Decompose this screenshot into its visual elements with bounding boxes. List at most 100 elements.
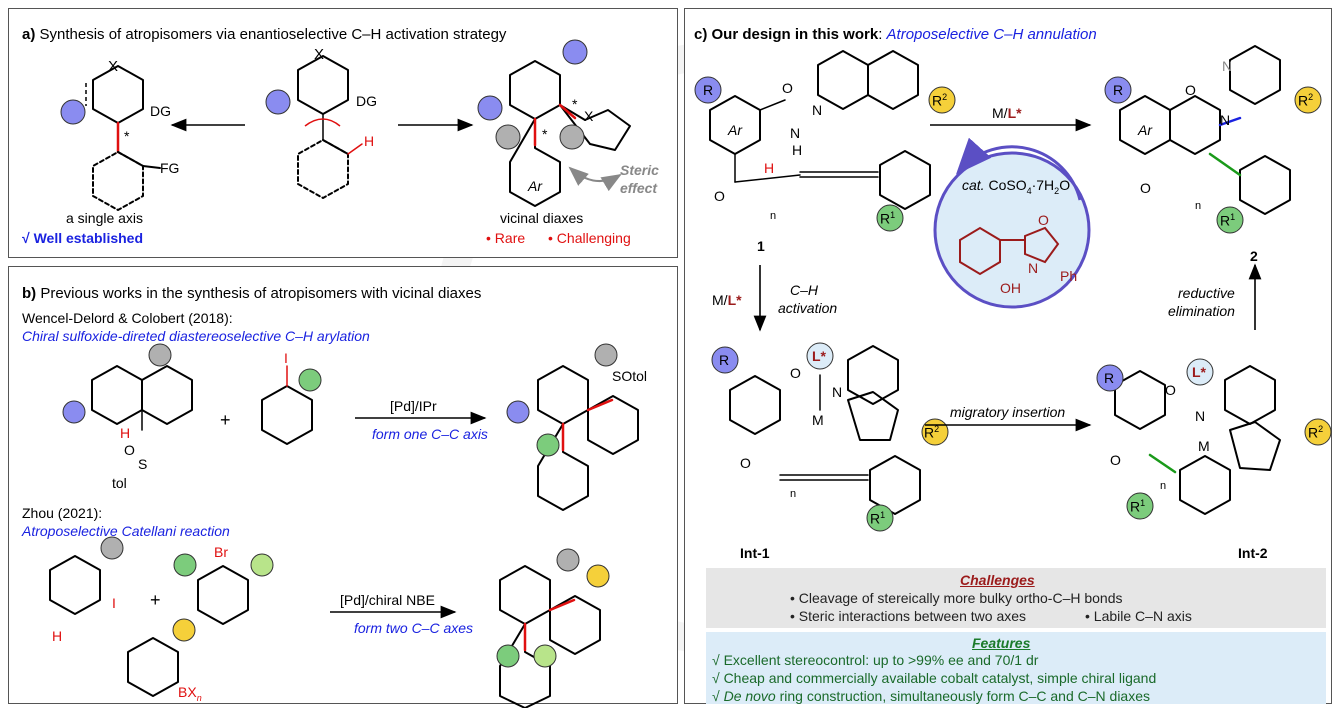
c2-r: R: [1113, 82, 1124, 98]
blue-ball: [562, 39, 588, 65]
c2-r2-text: R: [1298, 92, 1309, 109]
feature-item-3: √ De novo ring construction, simultaneou…: [712, 688, 1150, 704]
int2-n-sub: n: [1160, 480, 1167, 492]
int1-r1: R1: [870, 510, 885, 527]
feature-item-3-italic: De novo: [723, 688, 776, 704]
c1-r: R: [703, 82, 714, 98]
int1-r: R: [719, 352, 730, 368]
work1-title: Chiral sulfoxide-direted diastereoselect…: [22, 328, 370, 344]
work1-note: form one C–C axis: [372, 426, 488, 442]
left-step-l: L*: [727, 292, 742, 308]
plus-sign: +: [150, 590, 161, 610]
panel-b-heading: b) Previous works in the synthesis of at…: [22, 285, 481, 302]
reductive-label-2: elimination: [1168, 303, 1235, 319]
catalyst-prefix: cat.: [962, 177, 985, 193]
c2-nq: N: [1222, 58, 1233, 74]
work1-reagent: [Pd]/IPr: [390, 398, 437, 414]
challenge-item-1: • Cleavage of stereically more bulky ort…: [790, 590, 1123, 606]
c1-o2: O: [714, 188, 725, 204]
int1-o2: O: [740, 455, 751, 471]
int1-n-sub: n: [790, 488, 797, 500]
c1-nh: N: [790, 125, 801, 141]
int1-o: O: [790, 365, 801, 381]
work2-bx-text: BX: [178, 684, 197, 700]
c2-o2: O: [1140, 180, 1151, 196]
label-x: X: [584, 108, 594, 124]
features-title: Features: [972, 635, 1031, 651]
catalyst-o: O: [1059, 177, 1071, 193]
right-tag-challenging: • Challenging: [548, 230, 631, 246]
panel-a-title: Synthesis of atropisomers via enantiosel…: [39, 26, 507, 43]
c2-r1: R1: [1220, 212, 1235, 229]
int2-r1-sup: 1: [1140, 498, 1146, 508]
panel-a-heading: a) Synthesis of atropisomers via enantio…: [22, 26, 506, 43]
int2-r2-sup: 2: [1318, 424, 1324, 434]
compound-1-label: 1: [757, 238, 765, 254]
top-reagent-l: L*: [1007, 105, 1022, 121]
left-caption: a single axis: [66, 210, 144, 226]
work2-note: form two C–C axes: [354, 620, 474, 636]
blue-ball: [60, 99, 86, 125]
ch-label-2: activation: [778, 300, 838, 316]
int2-m: M: [1198, 438, 1210, 454]
catalyst-rest: ·7H: [1031, 177, 1055, 193]
work2-i: I: [112, 595, 116, 611]
int2-label: Int-2: [1238, 545, 1268, 561]
int1-r2-sup: 2: [934, 424, 940, 434]
challenges-title: Challenges: [960, 572, 1035, 588]
label-dg: DG: [356, 93, 377, 109]
work2-reagent: [Pd]/chiral NBE: [340, 592, 435, 608]
ligand-o: O: [1038, 212, 1049, 228]
c1-ch: H: [764, 160, 775, 176]
plus-sign: +: [220, 410, 231, 430]
reductive-label-1: reductive: [1178, 285, 1235, 301]
feature-item-3-check: √: [712, 688, 724, 704]
left-aryl: [85, 65, 161, 211]
work2-bx: BXn: [178, 684, 202, 703]
left-step-m: M/: [712, 292, 728, 308]
label-star: *: [124, 128, 130, 144]
c1-r2-text: R: [932, 92, 943, 109]
catalyst-formula: CoSO: [988, 177, 1027, 193]
c2-r1-text: R: [1220, 212, 1231, 229]
challenge-item-2: • Steric interactions between two axes: [790, 608, 1027, 624]
int1-r2: R2: [924, 424, 939, 441]
c2-n: N: [1220, 112, 1231, 128]
label-ar: Ar: [528, 178, 542, 194]
challenge-item-3: • Labile C–N axis: [1085, 608, 1192, 624]
int1-n: N: [832, 384, 843, 400]
int2-r: R: [1104, 370, 1115, 386]
int2-r2: R2: [1308, 424, 1323, 441]
label-star: *: [542, 126, 548, 142]
c2-r1-sup: 1: [1230, 212, 1236, 222]
ligand-oh: OH: [1000, 280, 1021, 296]
effect-label: effect: [620, 180, 658, 196]
top-reagent: M/L*: [992, 105, 1022, 121]
c2-r2-sup: 2: [1308, 92, 1314, 102]
work2-br: Br: [214, 544, 228, 560]
feature-item-3-rest: ring construction, simultaneously form C…: [775, 688, 1151, 704]
c2-n-sub: n: [1195, 200, 1202, 212]
int2-l: L*: [1192, 364, 1206, 380]
feature-item-1: √ Excellent stereocontrol: up to >99% ee…: [712, 652, 1039, 668]
c1-ar: Ar: [728, 122, 742, 138]
int2-r1-text: R: [1130, 498, 1141, 515]
catalyst-label: cat. CoSO4·7H2O: [962, 177, 1070, 196]
panel-b-title: Previous works in the synthesis of atrop…: [40, 285, 482, 302]
migratory-label: migratory insertion: [950, 404, 1066, 420]
catalyst-sub: 4: [1026, 185, 1032, 196]
work2-title: Atroposelective Catellani reaction: [22, 523, 230, 539]
panel-c-colon: :: [878, 26, 883, 43]
int1-r1-text: R: [870, 510, 881, 527]
feature-item-2: √ Cheap and commercially available cobal…: [712, 670, 1157, 686]
work2-bx-n: n: [196, 692, 202, 703]
right-tag-rare: • Rare: [486, 230, 526, 246]
ligand-n: N: [1028, 260, 1039, 276]
compound-2-label: 2: [1250, 248, 1258, 264]
panel-c-title: Atroposelective C–H annulation: [886, 26, 1097, 43]
c1-n-sub: n: [770, 210, 777, 222]
c2-ar: Ar: [1138, 122, 1152, 138]
features-box: [706, 632, 1326, 704]
